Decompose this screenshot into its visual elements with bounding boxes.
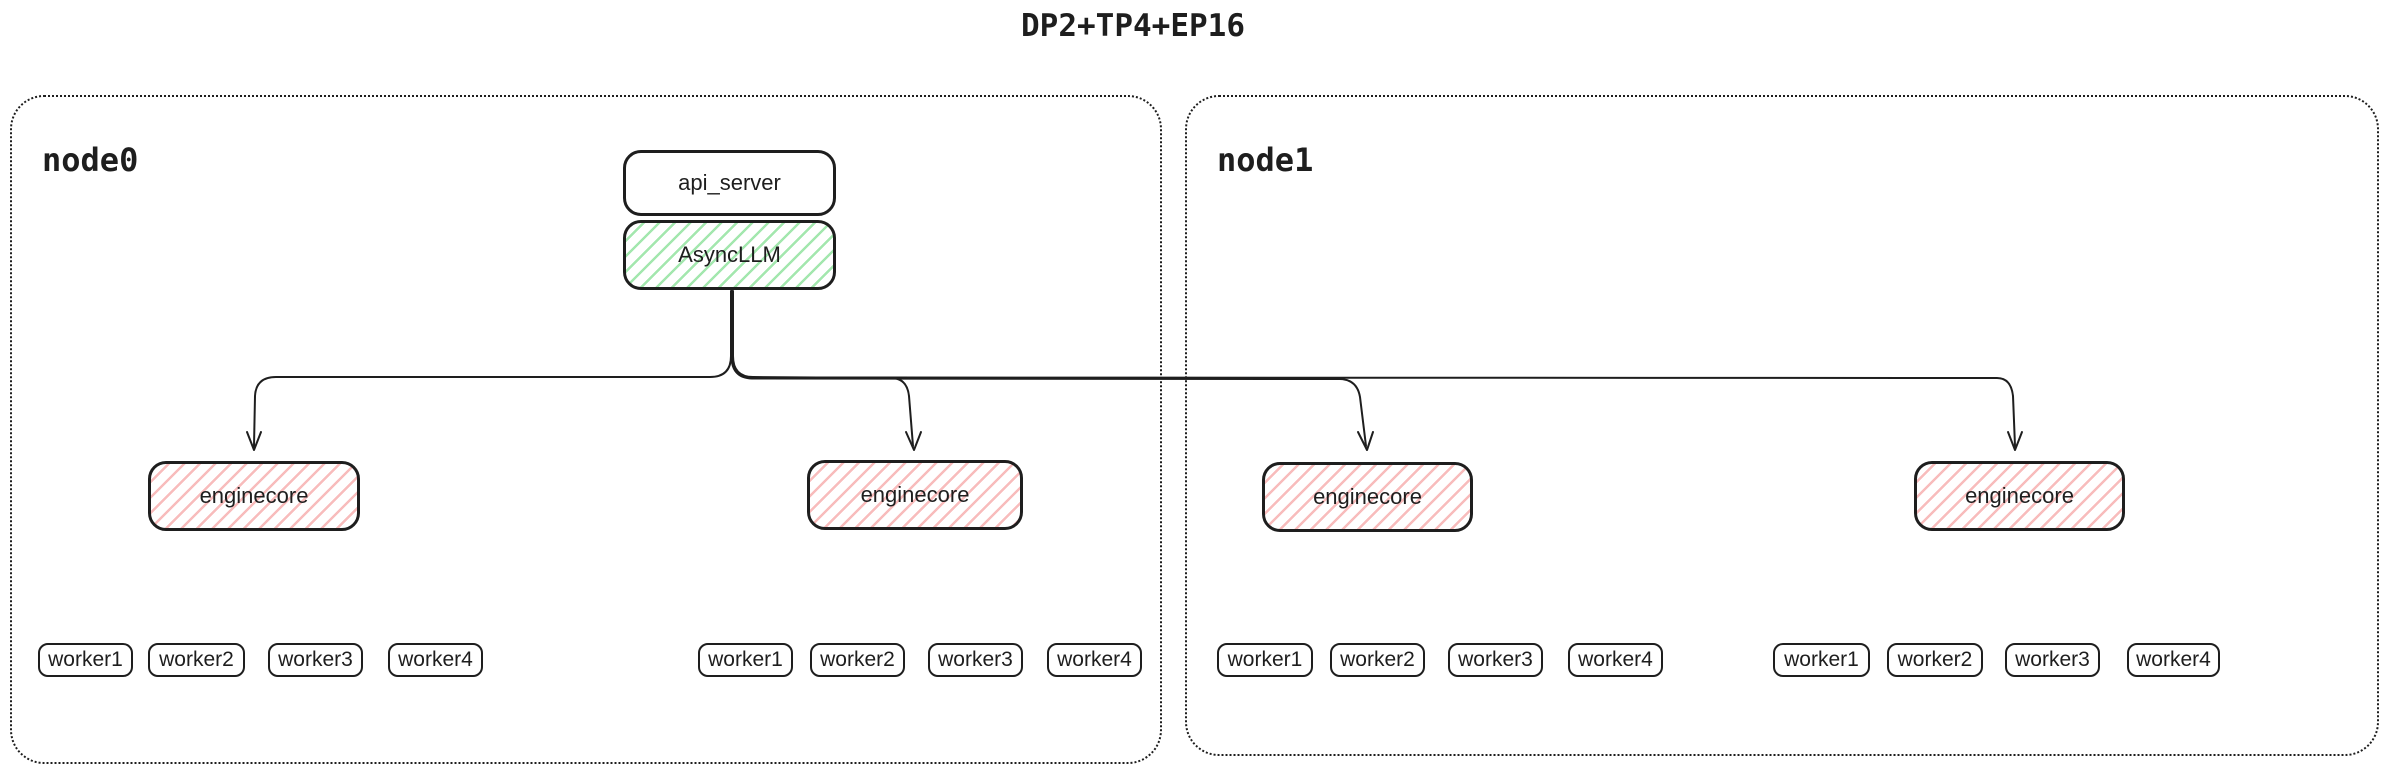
node0-label: node0 (42, 141, 139, 179)
diagram-title: DP2+TP4+EP16 (1021, 8, 1245, 44)
worker-box: worker4 (2127, 643, 2220, 677)
api-server-box: api_server (623, 150, 836, 216)
worker-box: worker2 (1887, 643, 1983, 677)
worker-box: worker3 (268, 643, 363, 677)
worker-box: worker4 (388, 643, 483, 677)
node1-label: node1 (1217, 141, 1314, 179)
worker-box: worker2 (1330, 643, 1425, 677)
enginecore-box-4: enginecore (1914, 461, 2125, 531)
enginecore-box-2: enginecore (807, 460, 1023, 530)
worker-box: worker4 (1568, 643, 1663, 677)
asyncllm-box: AsyncLLM (623, 220, 836, 290)
worker-box: worker1 (1217, 643, 1313, 677)
worker-box: worker2 (148, 643, 245, 677)
worker-box: worker1 (698, 643, 793, 677)
enginecore-box-1: enginecore (148, 461, 360, 531)
worker-box: worker3 (1448, 643, 1543, 677)
worker-box: worker1 (1773, 643, 1870, 677)
worker-box: worker3 (2005, 643, 2100, 677)
worker-box: worker4 (1047, 643, 1142, 677)
worker-box: worker3 (928, 643, 1023, 677)
worker-box: worker1 (38, 643, 133, 677)
worker-box: worker2 (810, 643, 905, 677)
enginecore-box-3: enginecore (1262, 462, 1473, 532)
